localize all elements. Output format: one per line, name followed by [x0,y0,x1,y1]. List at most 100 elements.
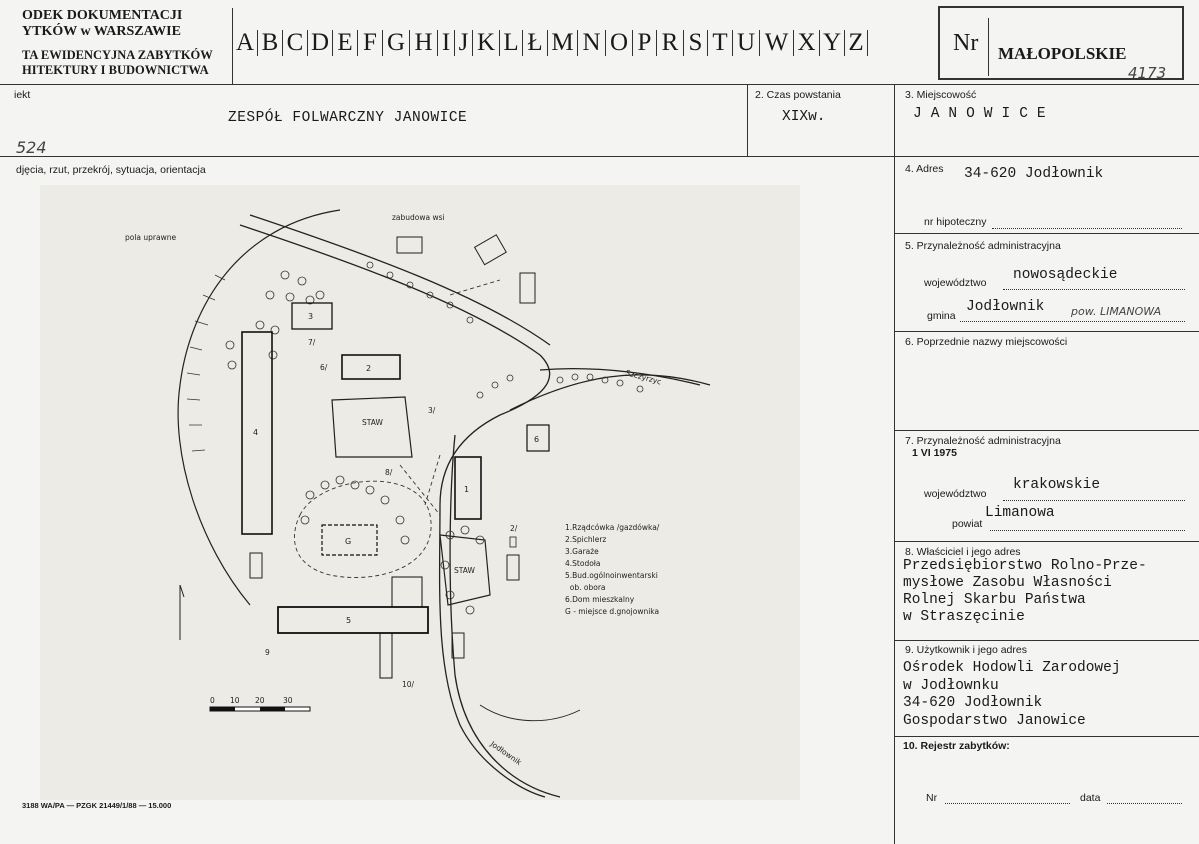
village-house-3 [519,272,536,304]
site-plan-drawing: pola uprawne zabudowa wsi STAW STAW Szcz… [125,209,711,798]
label-fields: pola uprawne [125,233,176,242]
building-4 [241,331,273,535]
building-number-4: 4 [253,428,258,437]
mortgage-label: nr hipoteczny [924,216,987,228]
voivodeship-1975-value: krakowskie [1013,477,1101,493]
address-value: 34-620 Jodłownik [964,166,1104,182]
object-label: iekt [14,89,31,101]
index-letter: Ł [523,30,548,56]
building-number-3: 3 [308,312,313,321]
pond-1 [331,396,413,458]
main-road-edge [249,214,701,798]
user-line-2: w Jodłownku [903,677,999,694]
building-2 [341,354,401,380]
index-letter: Y [820,30,845,56]
index-letter: D [308,30,333,56]
dung-site [321,524,378,556]
register-label: 10. Rejestr zabytków: [903,740,1010,752]
road-szczyrzyc [509,374,711,411]
building-3 [291,302,333,330]
small-shed-4 [509,536,517,548]
legend-line-2: 2.Spichlerz [565,535,606,544]
admin-1975-date: 1 VI 1975 [912,447,957,459]
owner-line-3: Rolnej Skarbu Państwa [903,592,1086,608]
building-number-2: 2 [366,364,371,373]
small-shed-2 [451,632,465,659]
index-letter: N [578,30,606,56]
user-line-1: Ośrodek Hodowli Zarodowej [903,660,1121,676]
card-title-line-2: HITEKTURY I BUDOWNICTWA [22,63,209,77]
owner-label: 8. Właściciel i jego adres [905,546,1021,558]
small-shed-3 [249,552,263,579]
index-letter: M [548,30,578,56]
scale-tick-20: 20 [255,696,265,705]
index-letter: E [333,30,358,56]
index-letter: W [760,30,794,56]
user-line-4: Gospodarstwo Janowice [903,712,1086,729]
index-letter: F [358,30,383,56]
scale-tick-30: 30 [283,696,293,705]
register-number-handwritten: 4173 [1128,64,1167,82]
building-number-1: 1 [464,485,469,494]
photo-mark-10: 10/ [402,680,415,689]
voivodeship-value: nowosądeckie [1013,267,1118,283]
label-road-north: Szczyrzyc [624,368,662,386]
address-label: 4. Adres [905,163,944,175]
index-letter: T [708,30,733,56]
building-5-wing-s [379,632,393,679]
map-legend: 1.Rządcówka /gazdówka/ 2.Spichlerz 3.Gar… [565,523,660,616]
building-5-wing-n [391,576,423,608]
index-letter: J [455,30,473,56]
owner-line-2: mysłowe Zasobu Własności [903,575,1112,591]
photo-mark-7: 7/ [308,338,316,347]
photo-mark-8: 8/ [385,468,393,477]
region-box [938,6,1184,80]
gmina-value: Jodłownik [966,299,1045,315]
voivodeship-1975-label: województwo [924,488,987,500]
index-letter: H [410,30,438,56]
legend-line-6: ob. obora [565,583,606,592]
photo-number-handwritten: 524 [16,138,47,157]
user-address: Ośrodek Hodowli Zarodowej w Jodłownku 34… [903,660,1121,730]
region-name: MAŁOPOLSKIE [998,44,1127,63]
voivodeship-label: województwo [924,277,987,289]
main-road [239,224,551,798]
legend-line-4: 4.Stodoła [565,559,601,568]
admin-1975-label: 7. Przynależność administracyjna [905,435,1061,447]
card-title: TA EWIDENCYJNA ZABYTKÓW HITEKTURY I BUDO… [22,48,232,78]
village-house-1 [396,236,423,254]
building-number-g: G [345,537,351,546]
user-label: 9. Użytkownik i jego adres [905,644,1027,656]
index-letter: O [606,30,633,56]
index-letter: S [684,30,708,56]
field-boundary [177,209,341,606]
register-nr-label: Nr [926,792,938,804]
legend-line-8: G - miejsce d.gnojownika [565,607,659,616]
site-plan: pola uprawne zabudowa wsi STAW STAW Szcz… [40,185,800,800]
building-6 [526,424,550,452]
tree-row [225,261,644,615]
building-number-6: 6 [534,435,539,444]
index-letter: U [733,30,760,56]
pond-2 [439,534,491,606]
index-letter: P [633,30,657,56]
index-letter: A [233,30,258,56]
institution-line-1: ODEK DOKUMENTACJI [22,8,183,23]
field-hatch [186,274,226,452]
scale-bar [209,706,311,712]
period-value: XIXw. [782,109,826,125]
scale-tick-10: 10 [230,696,240,705]
owner-address: Przedsiębiorstwo Rolno-Prze- mysłowe Zas… [903,558,1147,626]
photo-mark-9: 9 [265,648,270,657]
object-value: ZESPÓŁ FOLWARCZNY JANOWICE [228,110,468,126]
scale-tick-0: 0 [210,696,215,705]
gmina-note-handwritten: pow. LIMANOWA [1071,305,1162,318]
institution-line-2: YTKÓW w WARSZAWIE [22,24,181,39]
label-road-south: Jodłownik [488,739,524,768]
index-letter: L [500,30,523,56]
index-letter: Z [845,30,868,56]
legend-line-1: 1.Rządcówka /gazdówka/ [565,523,660,532]
gmina-label: gmina [927,310,956,322]
north-arrow [179,584,185,640]
